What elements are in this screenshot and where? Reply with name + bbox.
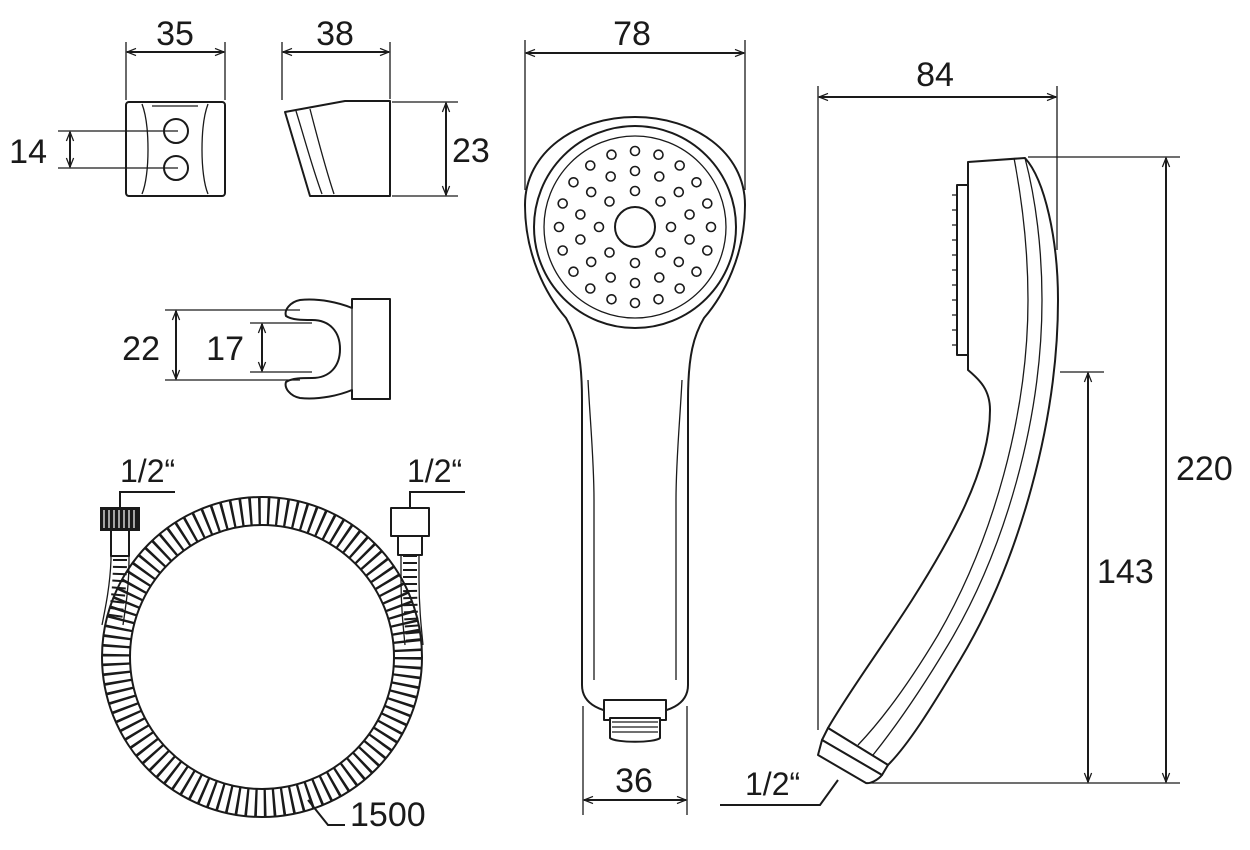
clip-body bbox=[284, 298, 391, 400]
side-body bbox=[827, 157, 1059, 766]
label-handle-thread: 1/2“ bbox=[745, 766, 800, 802]
spray-nozzle bbox=[653, 149, 664, 160]
dim-handle-end-width: 36 bbox=[615, 762, 653, 800]
spray-nozzle bbox=[705, 221, 717, 233]
hose-left-nut-stem bbox=[110, 529, 130, 557]
spray-nozzle bbox=[604, 196, 615, 207]
spray-nozzle bbox=[673, 186, 685, 198]
spray-nozzle bbox=[629, 165, 641, 177]
spray-nozzle bbox=[629, 297, 641, 309]
spray-nozzle bbox=[604, 247, 615, 258]
spray-nozzle bbox=[629, 257, 641, 269]
spray-nozzle bbox=[585, 256, 597, 268]
clip-view: 22 17 bbox=[122, 298, 391, 400]
spray-nozzle bbox=[701, 198, 713, 209]
dim-holder-width: 35 bbox=[156, 15, 194, 53]
holder-front-body bbox=[125, 101, 226, 197]
spray-nozzle bbox=[629, 145, 641, 157]
holder-front-contour bbox=[141, 103, 209, 195]
spray-nozzle bbox=[655, 196, 666, 207]
spray-nozzle bbox=[557, 245, 569, 256]
hand-shower-front-view: 78 36 bbox=[524, 15, 746, 815]
spray-nozzle bbox=[584, 283, 596, 294]
spray-nozzles bbox=[553, 145, 717, 309]
front-body bbox=[524, 116, 746, 715]
dim-hole-spacing: 14 bbox=[9, 133, 47, 171]
spray-nozzle bbox=[584, 160, 596, 171]
spray-nozzle bbox=[606, 149, 617, 160]
spray-nozzle bbox=[553, 221, 565, 233]
spray-nozzle bbox=[665, 221, 677, 233]
spray-nozzle bbox=[585, 186, 597, 198]
side-thread-connector bbox=[817, 739, 883, 785]
label-hose-length: 1500 bbox=[350, 796, 426, 834]
spray-nozzle bbox=[674, 283, 686, 294]
side-spray-face bbox=[956, 184, 969, 356]
spray-nozzle bbox=[655, 247, 666, 258]
spray-nozzle bbox=[684, 234, 695, 245]
spray-nozzle bbox=[674, 160, 686, 171]
hand-shower-side-view: 84 220 143 1/2“ bbox=[720, 56, 1233, 806]
spray-nozzle bbox=[629, 277, 641, 289]
hose-right-sleeve bbox=[397, 534, 423, 556]
spray-nozzle bbox=[653, 293, 664, 305]
spray-nozzle bbox=[653, 272, 665, 283]
holder-front-view: 35 14 bbox=[9, 15, 226, 197]
hose-coil-outer bbox=[101, 496, 423, 818]
front-thread-connector bbox=[609, 717, 661, 743]
dim-side-depth: 84 bbox=[916, 56, 954, 94]
spray-face-ring bbox=[533, 125, 737, 329]
spray-nozzle bbox=[568, 177, 579, 188]
spray-nozzle bbox=[557, 198, 569, 209]
hose-left-nut bbox=[100, 507, 140, 531]
spray-nozzle bbox=[629, 185, 641, 197]
spray-nozzle bbox=[653, 171, 665, 182]
label-hose-left-thread: 1/2“ bbox=[120, 453, 175, 489]
spray-nozzle bbox=[605, 272, 617, 283]
spray-nozzle bbox=[593, 221, 605, 233]
hose-right-nut bbox=[390, 507, 430, 537]
dim-head-diameter: 78 bbox=[613, 15, 651, 53]
spray-nozzle bbox=[691, 266, 702, 278]
dim-holder-height: 23 bbox=[452, 132, 490, 170]
label-hose-right-thread: 1/2“ bbox=[407, 453, 462, 489]
spray-nozzle bbox=[568, 266, 579, 278]
hose-coil-ribs bbox=[102, 497, 422, 817]
spray-nozzle bbox=[575, 209, 586, 220]
dim-handle-length: 143 bbox=[1097, 553, 1154, 591]
dim-clip-outer: 22 bbox=[122, 330, 160, 368]
dim-holder-depth: 38 bbox=[316, 15, 354, 53]
hose-view: 1/2“ 1/2“ 1500 bbox=[100, 453, 465, 834]
spray-nozzle bbox=[701, 245, 713, 256]
holder-side-view: 38 23 bbox=[281, 15, 490, 197]
dim-clip-inner: 17 bbox=[206, 330, 244, 368]
spray-nozzle bbox=[575, 234, 586, 245]
spray-nozzle bbox=[605, 171, 617, 182]
hose-coil-inner bbox=[129, 524, 395, 790]
dim-total-length: 220 bbox=[1176, 450, 1233, 488]
spray-nozzle bbox=[684, 209, 695, 220]
spray-nozzle bbox=[691, 177, 702, 188]
spray-face-center bbox=[614, 206, 656, 248]
spray-nozzle bbox=[606, 293, 617, 305]
holder-side-body bbox=[284, 100, 391, 197]
spray-nozzle bbox=[673, 256, 685, 268]
